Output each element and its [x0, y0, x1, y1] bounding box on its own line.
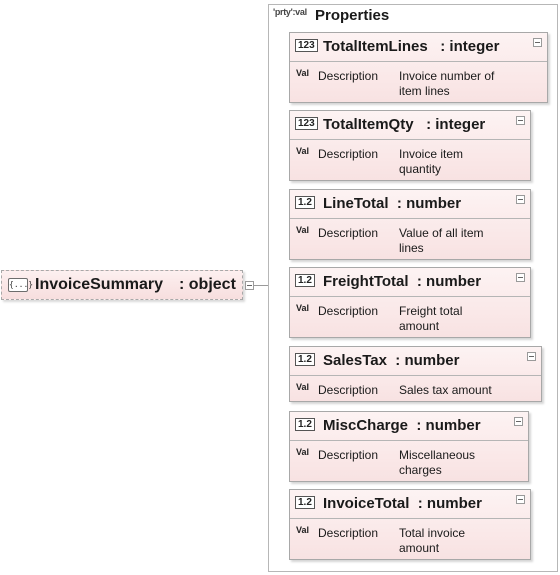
- property-card-misccharge[interactable]: 1.2 MiscCharge : number Val Description …: [289, 411, 529, 482]
- description-label: Description: [318, 304, 379, 318]
- description-label: Description: [318, 147, 379, 161]
- property-name: MiscCharge : number: [323, 417, 481, 434]
- root-collapse-icon[interactable]: [245, 281, 254, 290]
- divider: [290, 296, 530, 297]
- property-name: TotalItemQty : integer: [323, 116, 486, 133]
- divider: [290, 375, 541, 376]
- description-text: Sales tax amount: [399, 383, 492, 397]
- val-label: Val: [296, 447, 310, 457]
- properties-tag: 'prty':val: [273, 7, 307, 17]
- val-label: Val: [296, 68, 310, 78]
- val-label: Val: [296, 303, 310, 313]
- integer-type-icon: 123: [295, 39, 318, 52]
- description-label: Description: [318, 383, 379, 397]
- number-type-icon: 1.2: [295, 496, 315, 509]
- description-label: Description: [318, 448, 379, 462]
- property-card-salestax[interactable]: 1.2 SalesTax : number Val Description Sa…: [289, 346, 542, 402]
- collapse-icon[interactable]: [516, 195, 525, 204]
- description-label: Description: [318, 226, 379, 240]
- property-card-totalitemlines[interactable]: 123 TotalItemLines : integer Val Descrip…: [289, 32, 548, 103]
- property-card-freighttotal[interactable]: 1.2 FreightTotal : number Val Descriptio…: [289, 267, 531, 338]
- root-object-node[interactable]: {...} InvoiceSummary : object: [1, 270, 243, 300]
- property-name: TotalItemLines : integer: [323, 38, 500, 55]
- property-card-totalitemqty[interactable]: 123 TotalItemQty : integer Val Descripti…: [289, 110, 531, 181]
- property-name: LineTotal : number: [323, 195, 462, 212]
- number-type-icon: 1.2: [295, 418, 315, 431]
- divider: [290, 139, 530, 140]
- root-name: InvoiceSummary: [35, 276, 164, 293]
- val-label: Val: [296, 382, 310, 392]
- val-label: Val: [296, 525, 310, 535]
- number-type-icon: 1.2: [295, 353, 315, 366]
- object-icon: {...}: [8, 278, 33, 292]
- description-label: Description: [318, 526, 379, 540]
- property-card-invoicetotal[interactable]: 1.2 InvoiceTotal : number Val Descriptio…: [289, 489, 531, 560]
- divider: [290, 440, 528, 441]
- properties-title: Properties: [315, 7, 390, 24]
- number-type-icon: 1.2: [295, 196, 315, 209]
- collapse-icon[interactable]: [514, 417, 523, 426]
- val-label: Val: [296, 146, 310, 156]
- property-name: InvoiceTotal : number: [323, 495, 482, 512]
- divider: [290, 218, 530, 219]
- divider: [290, 518, 530, 519]
- number-type-icon: 1.2: [295, 274, 315, 287]
- integer-type-icon: 123: [295, 117, 318, 130]
- property-name: SalesTax : number: [323, 352, 460, 369]
- description-label: Description: [318, 69, 379, 83]
- divider: [290, 61, 547, 62]
- collapse-icon[interactable]: [533, 38, 542, 47]
- property-card-linetotal[interactable]: 1.2 LineTotal : number Val Description V…: [289, 189, 531, 260]
- collapse-icon[interactable]: [516, 116, 525, 125]
- root-type: : object: [179, 276, 236, 293]
- collapse-icon[interactable]: [516, 495, 525, 504]
- val-label: Val: [296, 225, 310, 235]
- property-name: FreightTotal : number: [323, 273, 482, 290]
- collapse-icon[interactable]: [516, 273, 525, 282]
- collapse-icon[interactable]: [527, 352, 536, 361]
